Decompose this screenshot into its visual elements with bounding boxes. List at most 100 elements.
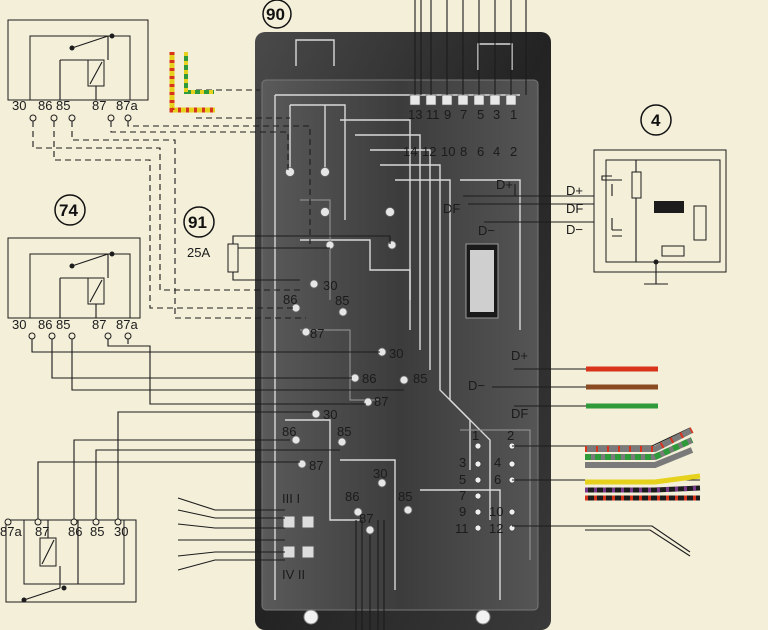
pin-3: 3 (493, 107, 500, 122)
board-labels: D+ DF D− D+ D− DF 30 86 85 87 30 86 85 8… (282, 177, 528, 582)
bottom-wire-bundle (355, 520, 385, 630)
svg-text:90: 90 (266, 5, 285, 24)
board-label-85d: 85 (398, 489, 412, 504)
pin-1: 1 (510, 107, 517, 122)
rc-pin-9: 9 (459, 504, 466, 519)
pin-14: 14 (403, 144, 417, 159)
bracket-left (295, 39, 335, 66)
screw-hole-right (475, 609, 491, 625)
rc-pin-10: 10 (489, 504, 503, 519)
central-board (255, 32, 551, 630)
reg-dplus: D+ (566, 183, 583, 198)
pin-10: 10 (441, 144, 455, 159)
board-label-87d: 87 (359, 511, 373, 526)
pin-7: 7 (460, 107, 467, 122)
rc-pin-7: 7 (459, 488, 466, 503)
rtl-term-85: 85 (56, 98, 70, 113)
rbl-term-87a: 87a (0, 524, 22, 539)
dashed-wires-top (32, 89, 311, 319)
board-df-mid: DF (511, 406, 528, 421)
pin-6: 6 (477, 144, 484, 159)
rc-pin-3: 3 (459, 455, 466, 470)
board-label-87a: 87 (310, 326, 324, 341)
board-label-85b: 85 (413, 371, 427, 386)
board-label-86c: 86 (282, 424, 296, 439)
rml-term-86: 86 (38, 317, 52, 332)
bottom-relay-wires (37, 411, 340, 519)
switch-label-bottom: IV II (282, 567, 305, 582)
switch-wire-fan (177, 497, 285, 571)
pin-9: 9 (444, 107, 451, 122)
relay-top-left: 30 86 85 87 87a (7, 19, 149, 122)
pin-11: 11 (426, 107, 440, 122)
pin-13: 13 (408, 107, 422, 122)
board-label-30a: 30 (323, 278, 337, 293)
fuse-25a: 25A (187, 235, 391, 281)
rtl-term-30: 30 (12, 98, 26, 113)
board-label-86d: 86 (345, 489, 359, 504)
rc-pin-12: 12 (489, 521, 503, 536)
callout-74: 74 (54, 194, 86, 226)
callout-90: 90 (262, 0, 292, 29)
board-dplus-top: D+ (496, 177, 513, 192)
switch-label-top: III I (282, 491, 300, 506)
rc-pin-1: 1 (472, 428, 479, 443)
regulator-box: D+ DF D− (566, 149, 727, 285)
rbl-term-30: 30 (114, 524, 128, 539)
pin-4: 4 (493, 144, 500, 159)
pin-12: 12 (422, 144, 436, 159)
board-label-30b: 30 (389, 346, 403, 361)
svg-text:74: 74 (59, 201, 78, 220)
rml-term-85: 85 (56, 317, 70, 332)
board-label-87c: 87 (309, 458, 323, 473)
rbl-term-87: 87 (35, 524, 49, 539)
rbl-term-85: 85 (90, 524, 104, 539)
rbl-term-86: 86 (68, 524, 82, 539)
color-wire-stubs-top (169, 52, 215, 113)
svg-text:4: 4 (651, 111, 661, 130)
rc-pin-6: 6 (494, 472, 501, 487)
board-dminus-top: D− (478, 223, 495, 238)
rml-term-87: 87 (92, 317, 106, 332)
svg-text:91: 91 (188, 213, 207, 232)
pin-8: 8 (460, 144, 467, 159)
board-top-connector: 13 11 9 7 5 3 1 14 12 10 8 6 4 2 (403, 94, 517, 159)
pin-2: 2 (510, 144, 517, 159)
board-label-86b: 86 (362, 371, 376, 386)
rml-term-87a: 87a (116, 317, 138, 332)
top-wire-bundle (414, 0, 527, 95)
board-dplus-mid: D+ (511, 348, 528, 363)
fuse-rating: 25A (187, 245, 210, 260)
screw-hole-left (303, 609, 319, 625)
pin-5: 5 (477, 107, 484, 122)
reg-dminus: D− (566, 222, 583, 237)
rtl-term-87a: 87a (116, 98, 138, 113)
board-label-86a: 86 (283, 292, 297, 307)
board-right-connector: 1 2 3 4 5 6 7 9 10 11 12 (455, 428, 516, 536)
colored-wires-right (492, 366, 701, 557)
board-df-top: DF (443, 201, 460, 216)
relay-bottom-left: 87a 87 86 85 30 (0, 518, 137, 603)
callout-4: 4 (640, 104, 672, 136)
callout-91: 91 (183, 206, 215, 238)
board-label-85c: 85 (337, 424, 351, 439)
board-label-85a: 85 (335, 293, 349, 308)
board-label-87b: 87 (374, 394, 388, 409)
rc-pin-5: 5 (459, 472, 466, 487)
rc-pin-4: 4 (494, 455, 501, 470)
mid-relay-wires (31, 339, 404, 405)
board-plate (261, 79, 539, 611)
regulator-wires (463, 184, 594, 223)
reg-df: DF (566, 201, 583, 216)
rc-pin-11: 11 (455, 521, 469, 536)
rtl-term-87: 87 (92, 98, 106, 113)
board-label-30d: 30 (373, 466, 387, 481)
board-dminus-mid: D− (468, 378, 485, 393)
board-label-30c: 30 (323, 407, 337, 422)
rc-pin-2: 2 (507, 428, 514, 443)
rml-term-30: 30 (12, 317, 26, 332)
relay-mid-left: 30 86 85 87 87a (7, 237, 141, 340)
rtl-term-86: 86 (38, 98, 52, 113)
